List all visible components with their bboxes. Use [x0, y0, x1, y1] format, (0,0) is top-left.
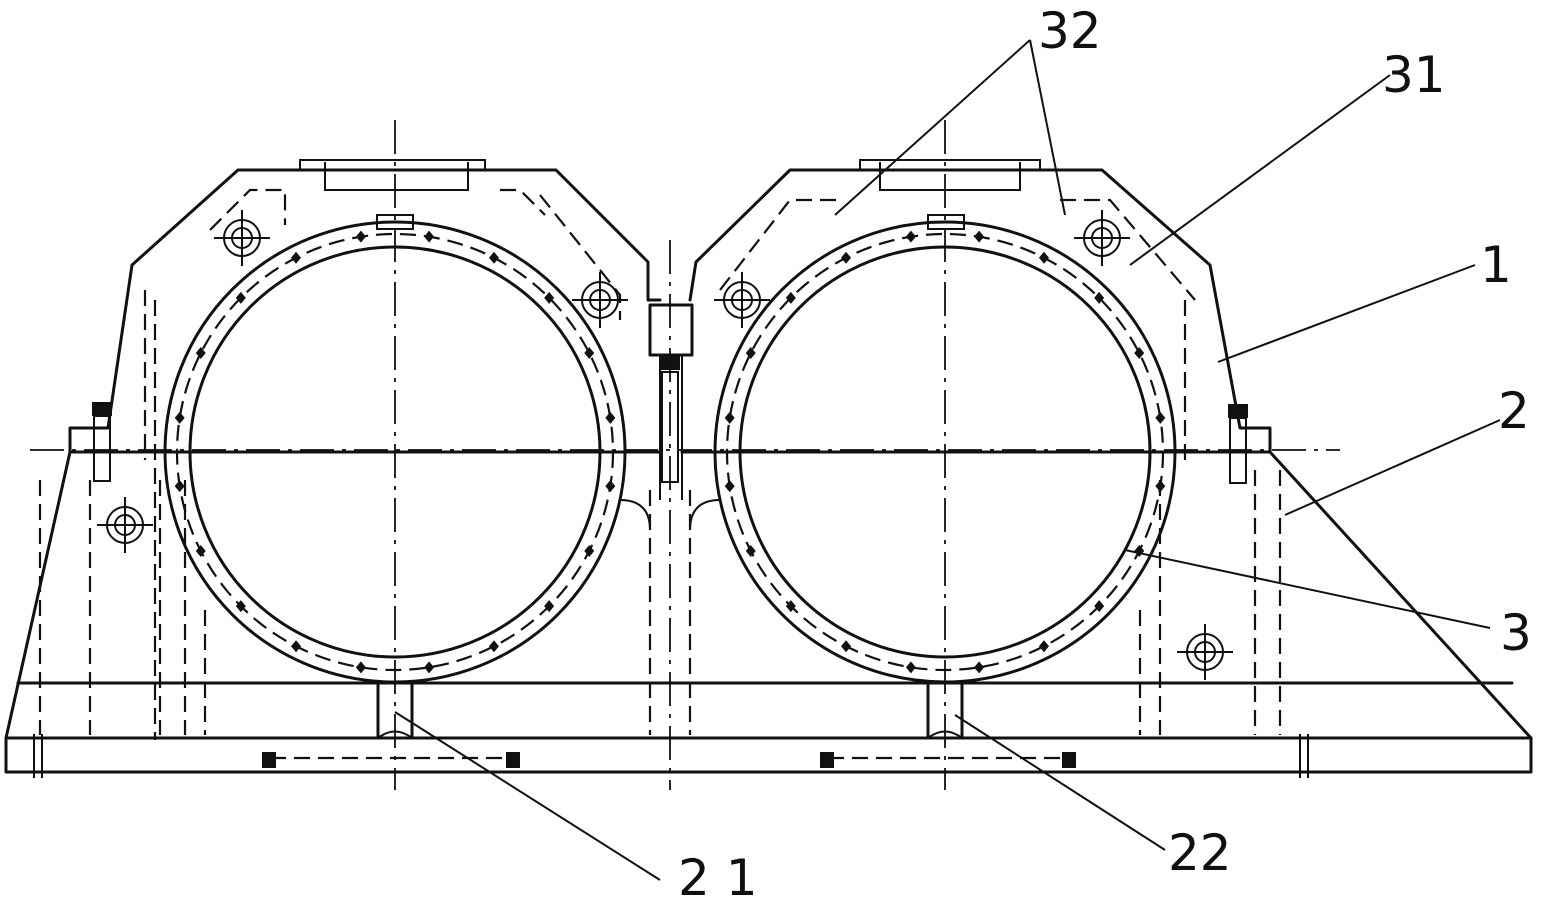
liner-bolt-dot	[235, 291, 246, 304]
callout-22: 22	[1168, 824, 1232, 882]
base-plate	[4, 681, 1533, 778]
callout-32: 32	[1038, 2, 1102, 60]
liner-bolt-dot	[355, 661, 366, 674]
liner-bolt-dot	[1155, 480, 1166, 493]
liner-bolt-dot	[195, 347, 206, 360]
liner-bolt-dots-right	[724, 230, 1166, 674]
liner-bolt-dot	[785, 291, 796, 304]
liner-bolt-dot	[974, 661, 985, 674]
bolt-hole	[714, 272, 770, 328]
liner-bolt-dot	[841, 251, 852, 264]
liner-bolt-dots-left	[174, 230, 616, 674]
liner-bolt-dot	[1155, 411, 1166, 424]
liner-bolt-dot	[584, 544, 595, 557]
callout-1: 1	[1480, 236, 1512, 294]
bolt-hole	[97, 497, 153, 553]
upper-cap-left	[68, 159, 662, 454]
liner-bolt-dot	[488, 640, 499, 653]
callout-21: 2 1	[678, 849, 758, 902]
liner-bolt-dot	[235, 600, 246, 613]
liner-bolt-dot	[174, 411, 185, 424]
liner-bolt-dot	[174, 480, 185, 493]
liner-bolt-dot	[544, 600, 555, 613]
liner-bolt-dot	[605, 480, 616, 493]
callout-31: 31	[1382, 46, 1446, 104]
liner-bolt-dot	[605, 411, 616, 424]
bolt-holes	[97, 210, 1233, 680]
liner-bolt-dot	[841, 640, 852, 653]
liner-bolt-dot	[1094, 291, 1105, 304]
liner-bolt-dot	[195, 544, 206, 557]
liner-bolt-dot	[544, 291, 555, 304]
liner-bolt-dot	[1134, 544, 1145, 557]
liner-bolt-dot	[1038, 251, 1049, 264]
liner-bolt-dot	[291, 640, 302, 653]
internal-ribs	[38, 188, 1282, 740]
liner-bolt-dot	[745, 347, 756, 360]
centerlines	[30, 120, 1340, 790]
liner-bolt-dot	[724, 411, 735, 424]
liner-bolt-dot	[724, 480, 735, 493]
bolt-hole	[1074, 210, 1130, 266]
middle-block	[648, 303, 694, 500]
callout-2: 2	[1498, 382, 1530, 440]
callout-3: 3	[1500, 604, 1532, 662]
bolt-hole	[572, 272, 628, 328]
bolt-hole	[214, 210, 270, 266]
liner-bolt-dot	[488, 251, 499, 264]
liner-bolt-dot	[355, 230, 366, 243]
callout-labels: 32 31 1 2 3 2 1 22	[678, 2, 1532, 902]
bolt-hole	[1177, 624, 1233, 680]
lower-housing	[4, 430, 1533, 740]
liner-bolt-dot	[905, 661, 916, 674]
liner-bolt-dot	[974, 230, 985, 243]
liner-bolt-dot	[1134, 347, 1145, 360]
upper-cap-right	[688, 159, 1272, 454]
side-bolts	[92, 402, 1248, 768]
liner-bolt-dot	[1094, 600, 1105, 613]
liner-bolt-dot	[745, 544, 756, 557]
liner-bolt-dot	[905, 230, 916, 243]
liner-bolt-dot	[424, 661, 435, 674]
liner-bolt-dot	[291, 251, 302, 264]
liner-bolt-dot	[1038, 640, 1049, 653]
liner-bolt-dot	[424, 230, 435, 243]
liner-bolt-dot	[584, 347, 595, 360]
liner-bolt-dot	[785, 600, 796, 613]
leader-lines	[394, 39, 1501, 881]
